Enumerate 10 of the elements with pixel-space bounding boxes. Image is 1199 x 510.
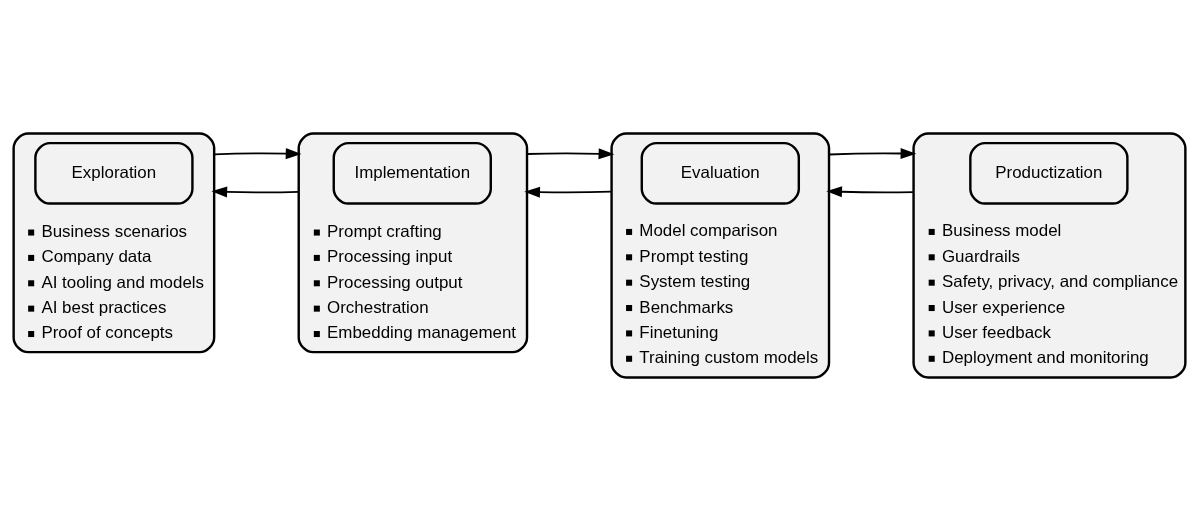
node-box: Productization	[969, 141, 1129, 205]
node-box: Implementation	[332, 141, 492, 205]
node-box: Exploration	[34, 141, 194, 205]
node-box: Evaluation	[640, 141, 800, 205]
arrow	[213, 147, 302, 159]
arrow	[526, 147, 615, 159]
arrow	[828, 147, 917, 159]
arrow	[826, 185, 915, 197]
arrow	[211, 185, 300, 197]
arrow	[524, 186, 613, 198]
